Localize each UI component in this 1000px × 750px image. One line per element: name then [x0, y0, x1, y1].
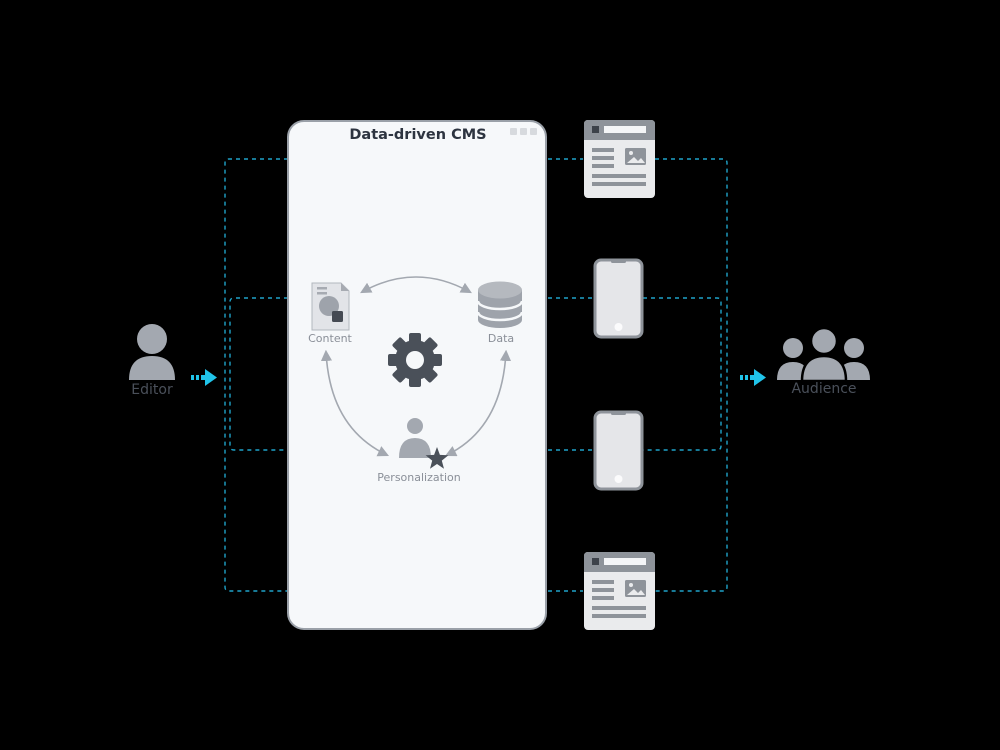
- gear-icon: [388, 333, 442, 387]
- connector-inner-left: [229, 297, 288, 451]
- user-icon: [129, 324, 175, 380]
- cms-title: Data-driven CMS: [349, 127, 487, 143]
- database-icon: [476, 281, 524, 328]
- arrow-content-personalization: [320, 349, 390, 457]
- cycle-arrows: [320, 276, 512, 457]
- audience-arrow-icon: [740, 369, 766, 386]
- connector-inner-right: [643, 297, 722, 451]
- webpage-icon: [584, 552, 655, 630]
- mobile-phone-icon: [593, 410, 644, 491]
- group-icon: [777, 326, 870, 383]
- right-arrow-icon: [191, 369, 217, 386]
- arrow-data-personalization: [444, 349, 512, 457]
- connector-lines: [224, 158, 728, 592]
- data-label: Data: [487, 332, 515, 345]
- window-controls: [510, 128, 537, 135]
- connector-outer-left: [224, 158, 288, 592]
- connector-outer-right: [655, 158, 728, 592]
- content-label: Content: [308, 332, 352, 345]
- webpage-icon: [584, 120, 655, 198]
- audience-label: Audience: [791, 381, 857, 397]
- document-image-icon: [311, 282, 350, 331]
- personalization-label: Personalization: [377, 471, 461, 484]
- person-star-icon: [399, 418, 449, 469]
- mobile-phone-icon: [593, 258, 644, 339]
- arrow-content-data: [360, 276, 472, 294]
- editor-label: Editor: [131, 382, 173, 398]
